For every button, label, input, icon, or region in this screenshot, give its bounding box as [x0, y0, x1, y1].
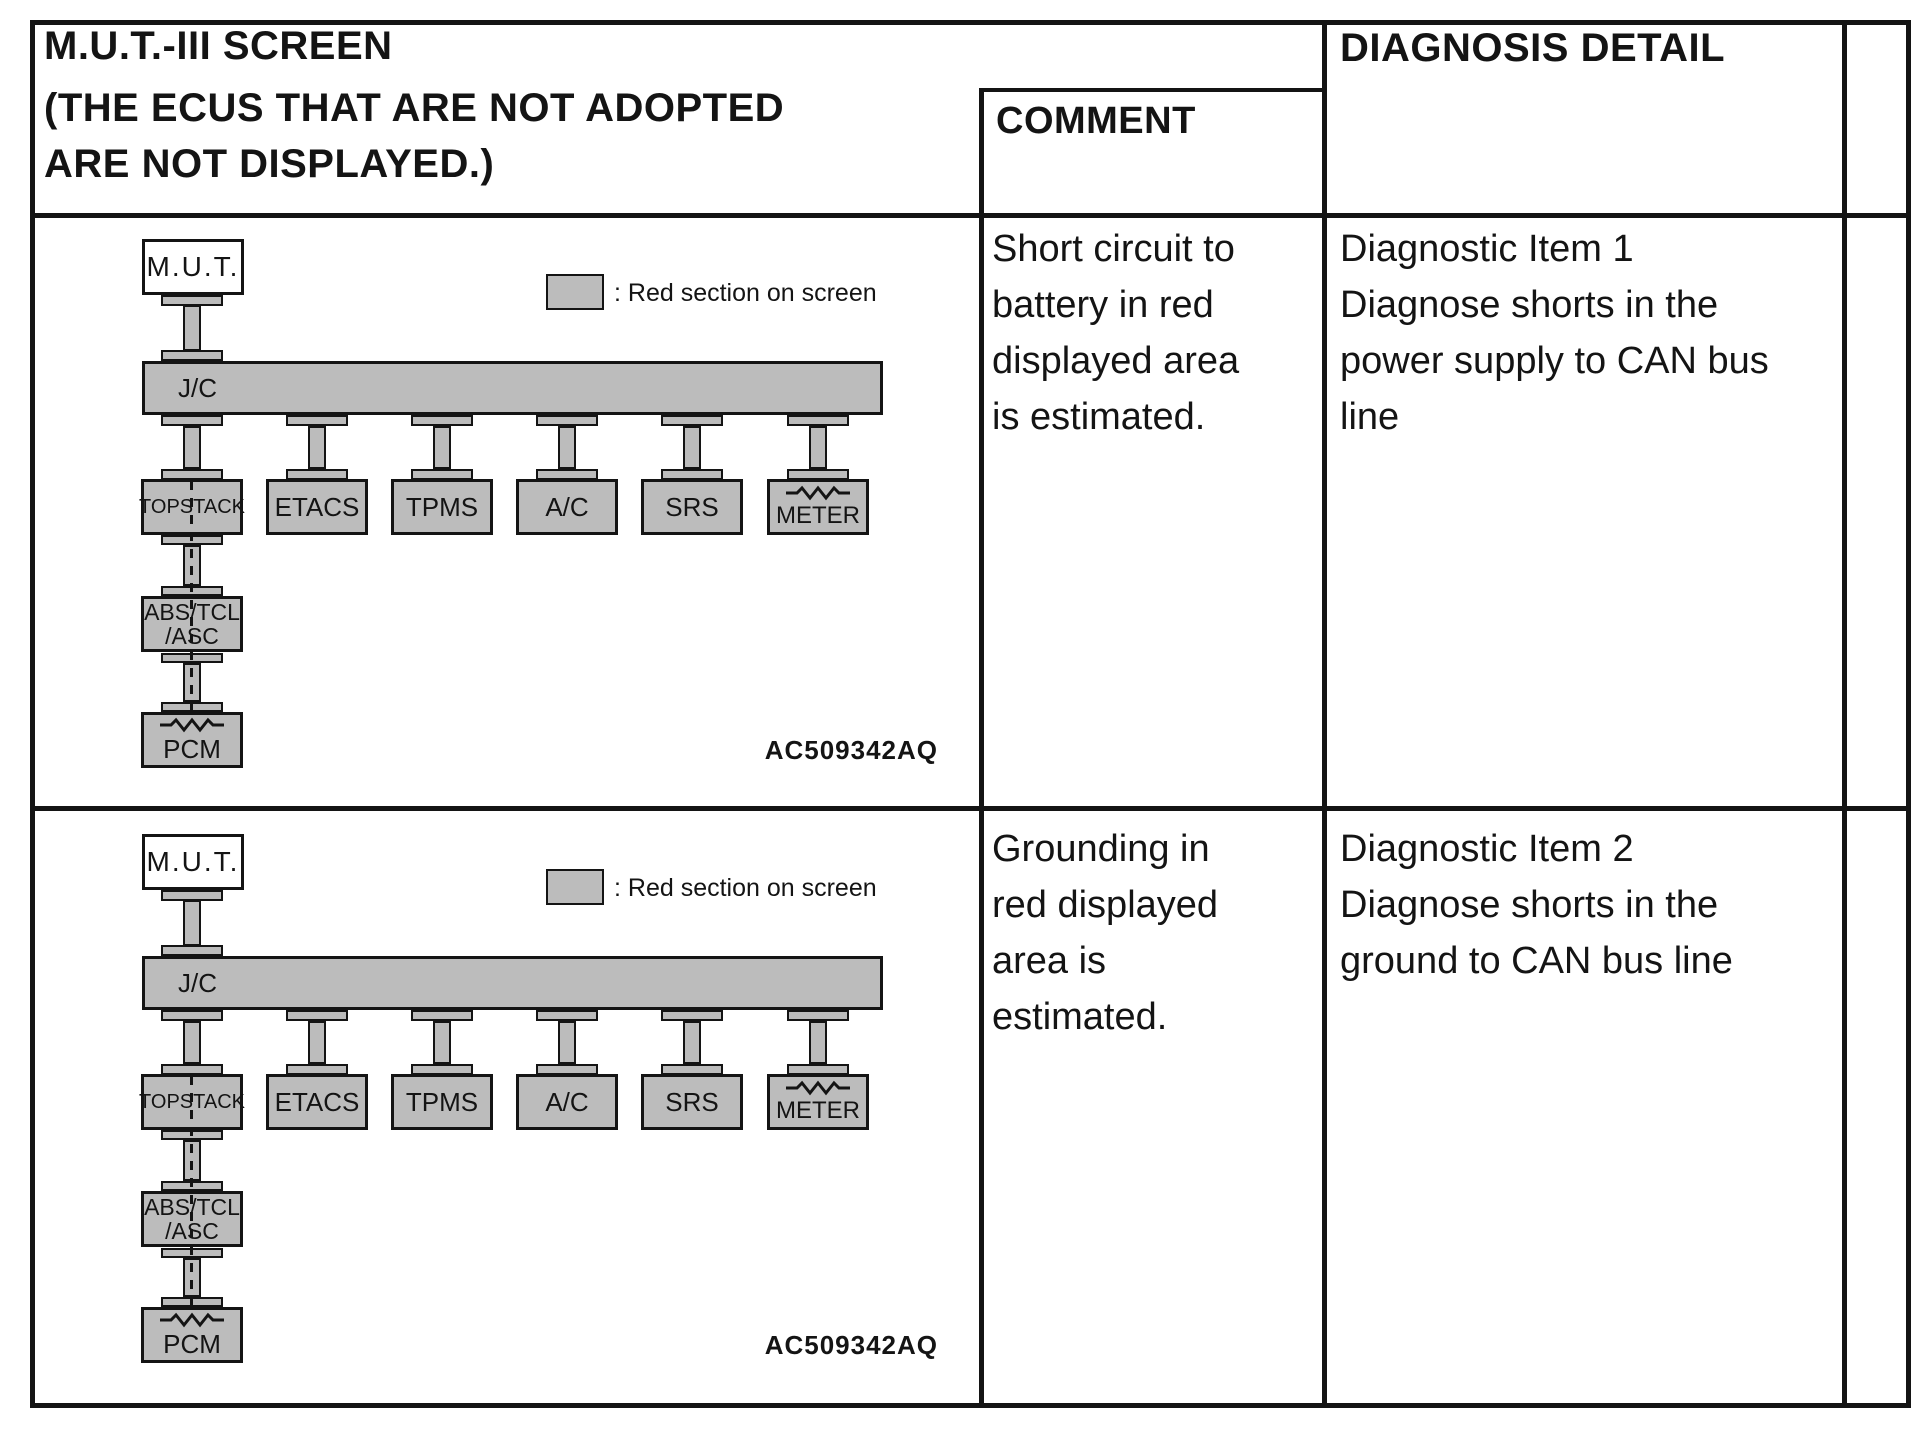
bus-wire — [809, 1021, 827, 1064]
mut-tester-box: M.U.T. — [142, 239, 244, 295]
ecu-label: TPMS — [405, 492, 479, 522]
terminating-resistor-icon — [786, 485, 850, 501]
bus-connector — [661, 415, 723, 426]
legend-label: : Red section on screen — [614, 279, 877, 307]
diagnosis-text-row2: Diagnostic Item 2 Diagnose shorts in the… — [1340, 828, 1733, 982]
legend-label: : Red section on screen — [614, 874, 877, 902]
bus-connector — [661, 1010, 723, 1021]
bus-connector — [411, 415, 473, 426]
table-title-note-line2: ARE NOT DISPLAYED.) — [44, 142, 495, 186]
ecu-box-meter: METER — [767, 479, 869, 535]
legend-red-section-swatch — [546, 869, 604, 905]
ecu-label: SRS — [665, 1087, 719, 1117]
ecu-box-tpms: TPMS — [391, 1074, 493, 1130]
comment-column-divider — [979, 88, 984, 1403]
dashed-bus-line — [190, 1076, 193, 1309]
header-row-divider — [30, 213, 1911, 218]
ecu-box-meter: METER — [767, 1074, 869, 1130]
ecu-box-tpms: TPMS — [391, 479, 493, 535]
legend-red-section-swatch — [546, 274, 604, 310]
ecu-box-pcm: PCM — [141, 712, 243, 768]
mut-tester-box: M.U.T. — [142, 834, 244, 890]
ecu-label: TPMS — [405, 1087, 479, 1117]
jc-junction-bar: J/C — [142, 956, 883, 1010]
ecu-label: SRS — [665, 492, 719, 522]
bus-connector — [161, 1010, 223, 1021]
can-bus-diagram-row2: M.U.T.J/CTOPSTACKETACSTPMSA/CSRSMETERABS… — [30, 812, 979, 1403]
ecu-box-srs: SRS — [641, 1074, 743, 1130]
table-title-mut-screen: M.U.T.-III SCREEN — [44, 24, 393, 68]
bus-connector — [536, 415, 598, 426]
ecu-box-ac: A/C — [516, 479, 618, 535]
can-bus-diagram-row1: M.U.T.J/CTOPSTACKETACSTPMSA/CSRSMETERABS… — [30, 217, 979, 806]
ecu-label: A/C — [545, 1087, 589, 1117]
ecu-box-ac: A/C — [516, 1074, 618, 1130]
ecu-label: PCM — [163, 1329, 221, 1359]
comment-header-top-border — [979, 88, 1327, 92]
table-border-bottom — [30, 1403, 1911, 1408]
bus-connector — [286, 1010, 348, 1021]
ecu-label: ETACS — [274, 1087, 360, 1117]
table-border-right — [1906, 20, 1911, 1408]
bus-connector — [787, 415, 849, 426]
bus-wire — [558, 426, 576, 469]
bus-wire — [558, 1021, 576, 1064]
diagnosis-column-header: DIAGNOSIS DETAIL — [1340, 26, 1726, 70]
jc-junction-bar: J/C — [142, 361, 883, 415]
ecu-label: METER — [776, 1097, 860, 1124]
ecu-box-etacs: ETACS — [266, 1074, 368, 1130]
figure-code: AC509342AQ — [764, 1330, 938, 1360]
bus-connector — [787, 1010, 849, 1021]
terminating-resistor-icon — [160, 1312, 224, 1328]
bus-connector — [411, 1010, 473, 1021]
ecu-box-srs: SRS — [641, 479, 743, 535]
ecu-box-pcm: PCM — [141, 1307, 243, 1363]
bus-wire — [683, 1021, 701, 1064]
figure-code: AC509342AQ — [764, 735, 938, 765]
bus-wire — [433, 426, 451, 469]
bus-connector — [161, 945, 223, 956]
table-border-left — [30, 20, 35, 1408]
bus-wire — [683, 426, 701, 469]
mut-label: M.U.T. — [146, 846, 240, 877]
bus-wire — [308, 426, 326, 469]
diagnosis-text-row1: Diagnostic Item 1 Diagnose shorts in the… — [1340, 228, 1769, 438]
ecu-label: METER — [776, 502, 860, 529]
bus-wire — [308, 1021, 326, 1064]
jc-label: J/C — [178, 372, 217, 403]
diagnosis-right-divider — [1842, 20, 1847, 1408]
bus-connector — [536, 1010, 598, 1021]
jc-label: J/C — [178, 967, 217, 998]
comment-column-header: COMMENT — [996, 100, 1196, 142]
bus-wire — [433, 1021, 451, 1064]
table-title-note-line1: (THE ECUS THAT ARE NOT ADOPTED — [44, 86, 785, 130]
bus-wire — [183, 426, 201, 469]
ecu-label: PCM — [163, 734, 221, 764]
comment-text-row1: Short circuit to battery in red displaye… — [992, 228, 1240, 438]
row-divider — [30, 806, 1911, 811]
bus-connector — [161, 350, 223, 361]
bus-wire — [809, 426, 827, 469]
diagnosis-column-divider — [1322, 20, 1327, 1408]
terminating-resistor-icon — [786, 1080, 850, 1096]
dashed-bus-line — [190, 481, 193, 714]
mut-label: M.U.T. — [146, 251, 240, 282]
ecu-box-etacs: ETACS — [266, 479, 368, 535]
bus-wire — [183, 1021, 201, 1064]
bus-wire — [183, 900, 201, 946]
bus-wire — [183, 305, 201, 351]
ecu-label: A/C — [545, 492, 589, 522]
bus-connector — [286, 415, 348, 426]
comment-text-row2: Grounding in red displayed area is estim… — [992, 828, 1219, 1038]
terminating-resistor-icon — [160, 717, 224, 733]
table-border-top — [30, 20, 1911, 25]
ecu-label: ETACS — [274, 492, 360, 522]
bus-connector — [161, 415, 223, 426]
